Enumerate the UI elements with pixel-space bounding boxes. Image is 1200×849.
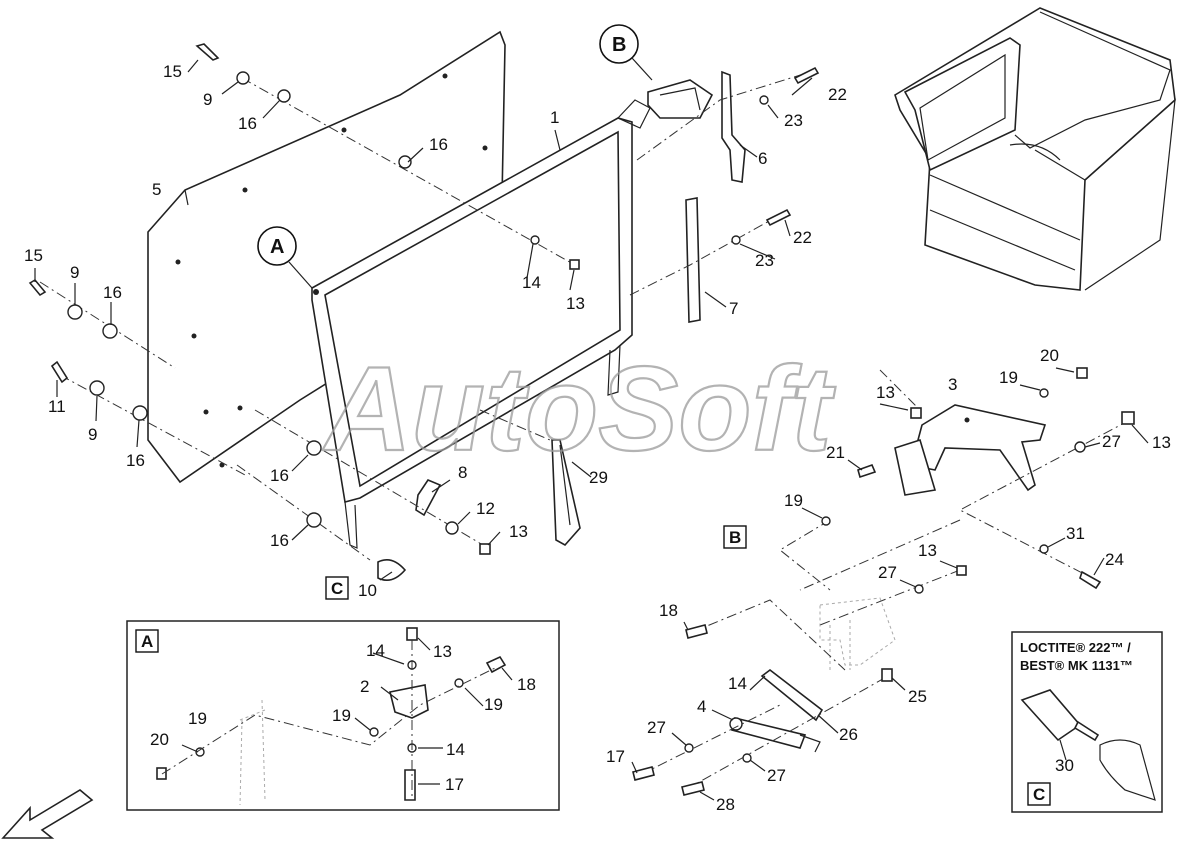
part-label: 18	[517, 675, 536, 694]
part-label: 13	[876, 383, 895, 402]
part-label: 13	[918, 541, 937, 560]
detail-box-label-a: A	[135, 629, 159, 653]
detail-a-box	[126, 620, 560, 811]
plate-part-7	[685, 197, 701, 323]
part-label: 14	[728, 674, 747, 693]
part-label: 17	[445, 775, 464, 794]
watermark-text: AutoSoft	[322, 342, 837, 476]
part-label: 18	[659, 601, 678, 620]
part-label: 28	[716, 795, 735, 814]
svg-text:C: C	[331, 579, 343, 598]
part-label: 19	[188, 709, 207, 728]
loctite-line-2: BEST® MK 1131™	[1020, 658, 1133, 673]
part-label: 24	[1105, 550, 1124, 569]
bracket-part-3	[894, 404, 1047, 496]
part-label: 21	[826, 443, 845, 462]
detail-box-label-c: C	[1027, 782, 1051, 806]
part-label: 15	[24, 246, 43, 265]
part-label: 16	[126, 451, 145, 470]
loctite-detail-box	[1011, 631, 1163, 813]
callout-b: B	[599, 24, 653, 81]
part-label: 6	[758, 149, 767, 168]
part-label: 30	[1055, 756, 1074, 775]
part-label: 27	[767, 766, 786, 785]
loctite-line-1: LOCTITE® 222™ /	[1020, 640, 1131, 655]
part-label: 29	[589, 468, 608, 487]
callout-a: A	[257, 226, 313, 289]
part-label: 1	[550, 108, 559, 127]
part-label: 13	[1152, 433, 1171, 452]
detail-box-label-b: B	[723, 525, 747, 549]
part-label: 10	[358, 581, 377, 600]
part-label: 20	[1040, 346, 1059, 365]
part-label: 23	[755, 251, 774, 270]
part-label: 22	[793, 228, 812, 247]
part-label: 5	[152, 180, 161, 199]
part-label: 16	[270, 531, 289, 550]
part-label: 27	[878, 563, 897, 582]
part-label: 9	[203, 90, 212, 109]
part-labels: 1 2 3 4 5 6 7 8 9 9 9 10 11 12 13 13 13 …	[24, 62, 1171, 814]
svg-text:A: A	[141, 632, 153, 651]
part-label: 19	[784, 491, 803, 510]
callout-a-label: A	[270, 236, 284, 258]
part-label: 23	[784, 111, 803, 130]
lever-assembly	[729, 668, 824, 753]
part-label: 31	[1066, 524, 1085, 543]
part-label: 14	[446, 740, 465, 759]
part-label: 13	[566, 294, 585, 313]
callout-b-label: B	[612, 34, 626, 56]
direction-arrow	[1, 789, 94, 839]
part-label: 19	[332, 706, 351, 725]
part-label: 17	[606, 747, 625, 766]
part-label: 22	[828, 85, 847, 104]
part-label: 16	[429, 135, 448, 154]
svg-text:B: B	[729, 528, 741, 547]
part-label: 9	[70, 263, 79, 282]
part-label: 14	[522, 273, 541, 292]
part-label: 27	[1102, 432, 1121, 451]
strap-part-29	[551, 439, 581, 547]
part-label: 16	[238, 114, 257, 133]
part-label: 16	[103, 283, 122, 302]
frame-part-1	[311, 99, 651, 549]
part-label: 16	[270, 466, 289, 485]
part-label: 27	[647, 718, 666, 737]
part-label: 8	[458, 463, 467, 482]
part-label: 19	[484, 695, 503, 714]
part-label: 19	[999, 368, 1018, 387]
ghost-bracket	[819, 597, 896, 670]
part-label: 2	[360, 677, 369, 696]
detail-box-label-c-main: C	[325, 576, 349, 600]
label-leaders	[34, 59, 1149, 801]
part-label: 13	[433, 642, 452, 661]
part-label: 26	[839, 725, 858, 744]
part-label: 7	[729, 299, 738, 318]
part-label: 20	[150, 730, 169, 749]
part-label: 3	[948, 375, 957, 394]
cap-part-10	[377, 559, 407, 581]
clip-part-8	[415, 479, 442, 517]
part-label: 11	[48, 397, 66, 416]
machine-thumbnail	[894, 7, 1176, 291]
part-label: 12	[476, 499, 495, 518]
part-label: 13	[509, 522, 528, 541]
svg-text:C: C	[1033, 785, 1045, 804]
part-label: 15	[163, 62, 182, 81]
part-label: 4	[697, 697, 706, 716]
part-label: 25	[908, 687, 927, 706]
part-label: 9	[88, 425, 97, 444]
part-label: 14	[366, 641, 385, 660]
hinge-assembly	[647, 70, 746, 183]
